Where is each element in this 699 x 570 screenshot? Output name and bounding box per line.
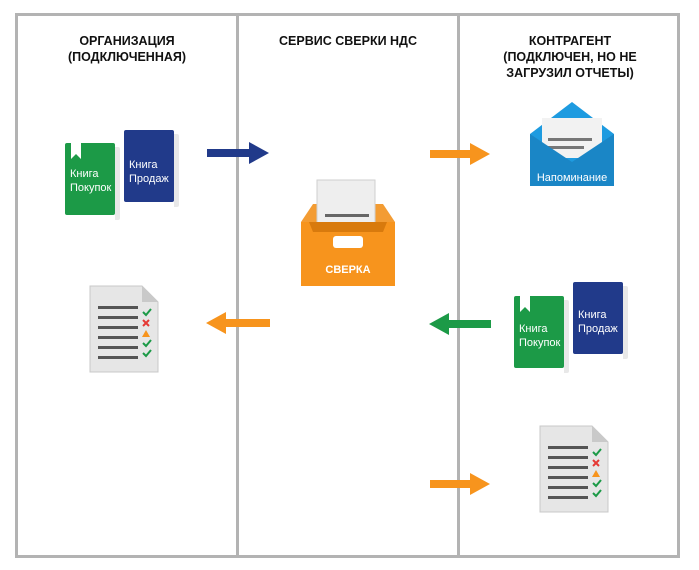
book-label: Книга Продаж <box>129 158 169 186</box>
book-pages <box>564 300 569 373</box>
archive-box-icon <box>301 179 395 286</box>
title-line: ОРГАНИЗАЦИЯ <box>79 34 175 48</box>
column-divider-right <box>457 13 460 558</box>
box-label: СВЕРКА <box>325 264 371 276</box>
bookmark-icon <box>71 143 81 159</box>
book-label: Книга Покупок <box>70 167 111 195</box>
envelope-icon <box>530 102 614 186</box>
book-label-line: Покупок <box>519 337 561 349</box>
title-line: (ПОДКЛЮЧЕННАЯ) <box>67 50 187 64</box>
book-label-line: Книга <box>519 323 548 335</box>
book-pages <box>115 147 120 220</box>
diagram-frame <box>15 13 680 558</box>
arrow-books-to-service-icon <box>429 313 491 335</box>
sales-book-icon: Книга Продаж <box>573 282 628 359</box>
book-label: Книга Покупок <box>519 322 560 350</box>
book-label-line: Покупок <box>70 182 112 194</box>
report-document-icon <box>89 285 159 373</box>
envelope-label: Напоминание <box>536 172 608 184</box>
sales-book-icon: Книга Продаж <box>124 130 179 207</box>
arrow-to-organization-icon <box>206 312 270 334</box>
purchases-book-icon: Книга Покупок <box>65 143 120 220</box>
book-label-line: Продаж <box>129 173 169 185</box>
arrow-report-to-counterparty-icon <box>430 473 490 495</box>
title-line: КОНТРАГЕНТ <box>528 34 612 48</box>
book-pages <box>623 286 628 359</box>
title-line: ЗАГРУЗИЛ ОТЧЕТЫ) <box>506 66 634 80</box>
arrow-reminder-icon <box>430 143 490 165</box>
book-label-line: Книга <box>70 168 99 180</box>
column-title-service: СЕРВИС СВЕРКИ НДС <box>239 33 457 49</box>
purchases-book-icon: Книга Покупок <box>514 296 569 373</box>
column-title-counterparty: КОНТРАГЕНТ (ПОДКЛЮЧЕН, НО НЕ ЗАГРУЗИЛ ОТ… <box>460 33 680 81</box>
book-label-line: Книга <box>578 309 607 321</box>
column-title-organization: ОРГАНИЗАЦИЯ (ПОДКЛЮЧЕННАЯ) <box>18 33 236 65</box>
book-label: Книга Продаж <box>578 308 618 336</box>
arrow-to-service-icon <box>207 142 269 164</box>
bookmark-icon <box>520 296 530 312</box>
title-line: СЕРВИС СВЕРКИ НДС <box>279 34 417 48</box>
book-label-line: Продаж <box>578 323 618 335</box>
title-line: (ПОДКЛЮЧЕН, НО НЕ <box>503 50 637 64</box>
report-document-icon <box>539 425 609 513</box>
book-label-line: Книга <box>129 159 158 171</box>
column-divider-left <box>236 13 239 558</box>
book-pages <box>174 134 179 207</box>
